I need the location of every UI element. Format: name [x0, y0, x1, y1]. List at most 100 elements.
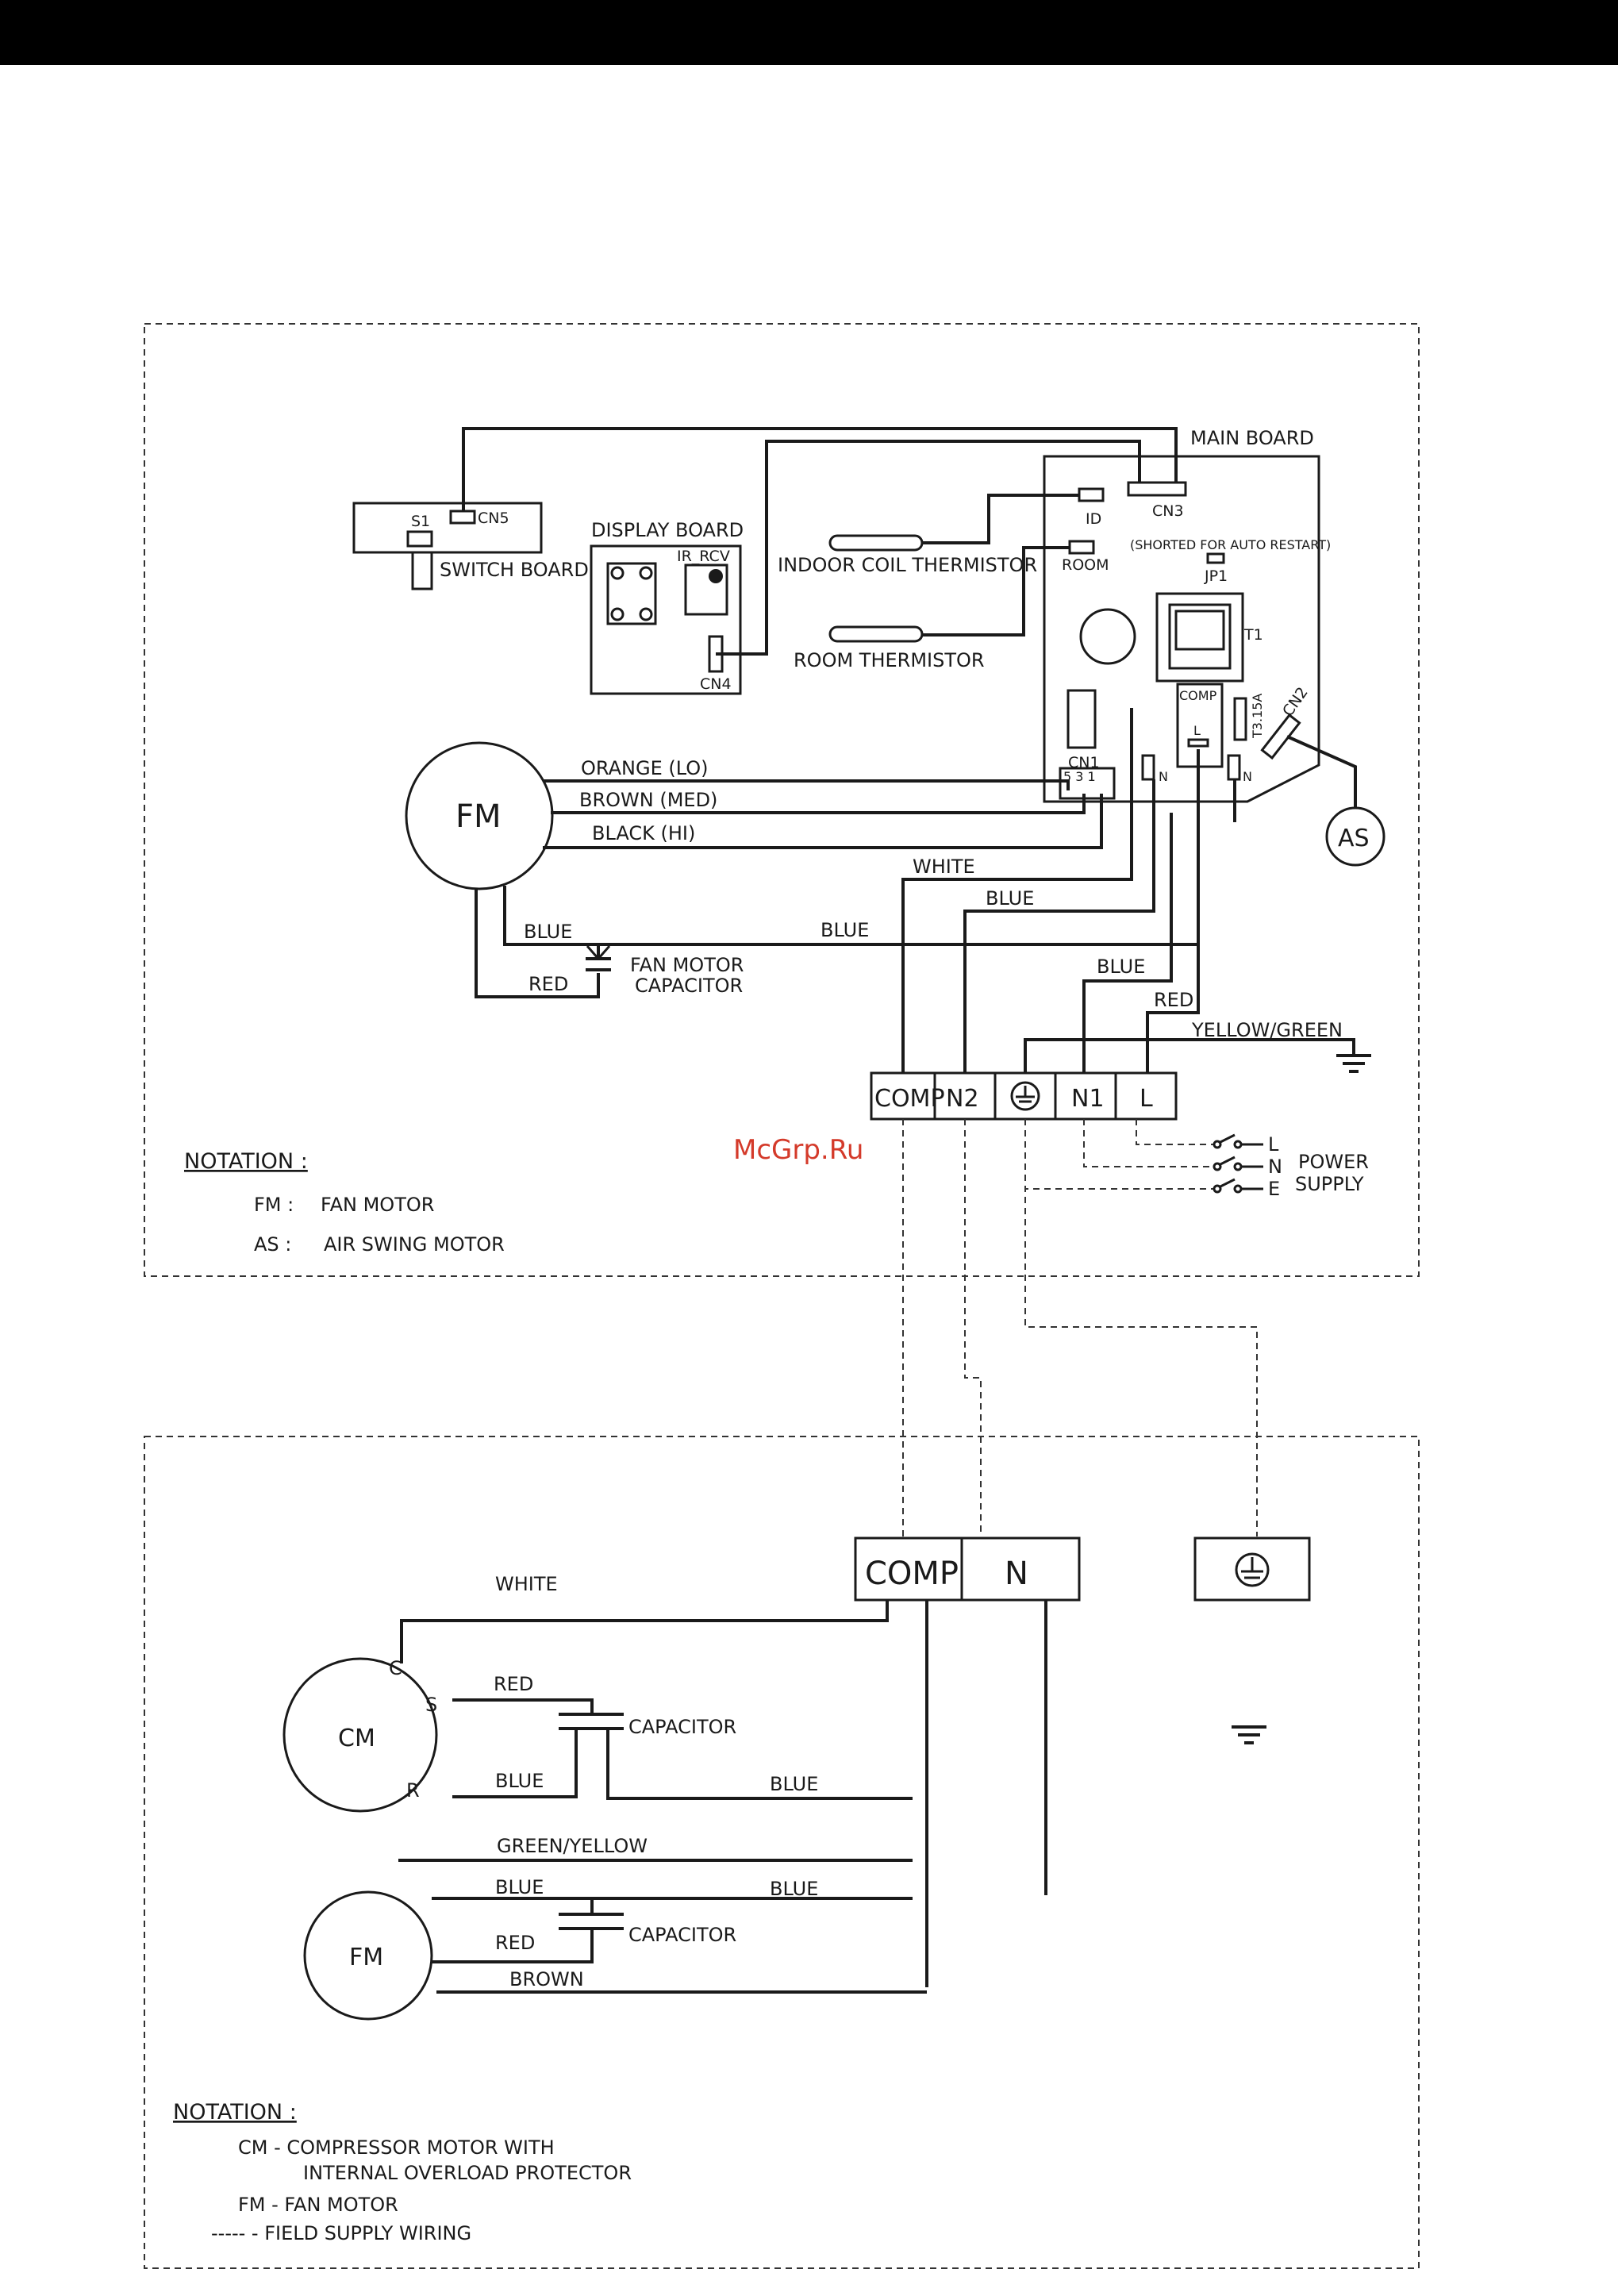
- main-board-label: MAIN BOARD: [1190, 427, 1314, 449]
- wire-fan-blue-label-2: BLUE: [821, 919, 869, 941]
- wire-cm-red: [452, 1698, 594, 1713]
- cn4-label: CN4: [700, 675, 732, 693]
- fuse: [1233, 697, 1247, 741]
- field-wire-e: [1024, 1119, 1214, 1190]
- fan-capacitor-label-2: CAPACITOR: [635, 975, 743, 997]
- wire-fm-red: [432, 1929, 594, 1963]
- field-wire-ground: [1024, 1119, 1258, 1536]
- wire-blue-n2: [963, 779, 1155, 1073]
- id-label: ID: [1086, 510, 1101, 528]
- room-thermistor-label: ROOM THERMISTOR: [794, 649, 985, 671]
- outdoor-cm-red-label: RED: [494, 1673, 533, 1695]
- room-label: ROOM: [1062, 556, 1109, 574]
- wire-yellow-green-label: YELLOW/GREEN: [1191, 1019, 1343, 1041]
- cn1-pins: 5 3 1: [1063, 769, 1096, 784]
- outdoor-fm-blue-label: BLUE: [495, 1876, 544, 1898]
- switch-board-label: SWITCH BOARD: [440, 559, 589, 581]
- wire-brown-label: BROWN (MED): [579, 789, 717, 811]
- cm-c-terminal: C: [389, 1657, 402, 1679]
- shorted-note: (SHORTED FOR AUTO RESTART): [1130, 537, 1331, 552]
- cm-s-terminal: S: [425, 1694, 437, 1716]
- wire-blue-n1-label: BLUE: [1097, 956, 1145, 978]
- cn2-label: CN2: [1279, 684, 1312, 720]
- cn5-label: CN5: [478, 510, 509, 527]
- ir-receiver: [684, 563, 728, 616]
- comp-relay-label: COMP: [1179, 688, 1217, 703]
- wire-yellow-green: [1024, 1038, 1355, 1073]
- terminal-ground-icon: [1010, 1081, 1040, 1111]
- field-wire-n: [1083, 1119, 1214, 1167]
- wire-coil-thermistor: [922, 494, 1079, 544]
- notation-fm-key: FM :: [254, 1194, 294, 1216]
- n-terminal-right: [1227, 754, 1241, 781]
- outdoor-green-yellow-label: GREEN/YELLOW: [497, 1835, 648, 1857]
- indoor-coil-thermistor: [828, 534, 924, 552]
- wire-red-label: RED: [1154, 989, 1193, 1011]
- n-left-label: N: [1159, 769, 1168, 784]
- notation-as-key: AS :: [254, 1233, 291, 1256]
- power-supply-label-2: SUPPLY: [1295, 1173, 1364, 1195]
- indoor-terminal-block: COMP N2 N1 L: [870, 1071, 1178, 1121]
- as-label: AS: [1338, 825, 1370, 852]
- notation-fm-line: FM - FAN MOTOR: [238, 2194, 398, 2216]
- wire-cm-white: [400, 1600, 889, 1663]
- indoor-coil-thermistor-label: INDOOR COIL THERMISTOR: [778, 554, 1037, 576]
- field-wire-n: [964, 1119, 982, 1536]
- outdoor-terminal-comp-label: COMP: [865, 1556, 959, 1592]
- relay-l-label: L: [1193, 723, 1201, 738]
- indoor-unit-panel: [144, 323, 1420, 1277]
- wire-brown-med: [551, 794, 1086, 814]
- id-connector: [1078, 487, 1105, 502]
- terminal-l-label: L: [1140, 1085, 1153, 1113]
- wire-fan-red: [475, 889, 600, 998]
- wire-cn4-cn3: [716, 440, 1141, 656]
- ir-rcv-label: IR_RCV: [677, 548, 730, 565]
- fan-capacitor-label-1: FAN MOTOR: [630, 954, 744, 976]
- outdoor-fm-red-label: RED: [495, 1932, 535, 1954]
- power-switches: [1213, 1133, 1263, 1194]
- wire-blue-n2-label: BLUE: [986, 887, 1034, 910]
- board-capacitor-circle: [1079, 608, 1136, 665]
- wire-capacitor-blue-n: [606, 1729, 913, 1800]
- terminal-n2-label: N2: [946, 1085, 979, 1113]
- outdoor-notation-title: NOTATION :: [173, 2100, 297, 2125]
- watermark: McGrp.Ru: [733, 1134, 863, 1166]
- relay-block: [1066, 689, 1097, 749]
- switch-s1: [411, 551, 433, 590]
- notation-field-supply-line: ----- - FIELD SUPPLY WIRING: [211, 2222, 471, 2244]
- outdoor-fm-blue-label-2: BLUE: [770, 1878, 818, 1900]
- switch-board: S1 CN5 SWITCH BOARD: [352, 502, 589, 590]
- power-n-label: N: [1268, 1156, 1282, 1178]
- wire-fm-brown: [436, 1990, 927, 1994]
- power-supply-label-1: POWER: [1298, 1151, 1369, 1173]
- compressor-capacitor-label: CAPACITOR: [628, 1716, 736, 1738]
- n-right-label: N: [1243, 769, 1252, 784]
- wire-room-thermistor: [922, 546, 1070, 636]
- cn1-connector: [1059, 767, 1116, 800]
- wire-fan-blue-label: BLUE: [524, 921, 572, 943]
- n-terminal-left: [1141, 754, 1155, 781]
- display-board: DISPLAY BOARD IR_RCV CN4: [590, 519, 744, 695]
- wire-black-label: BLACK (HI): [592, 822, 695, 844]
- jp1-label: JP1: [1204, 567, 1228, 585]
- terminal-n1-label: N1: [1071, 1085, 1105, 1113]
- wire-green-yellow: [398, 1859, 913, 1862]
- compressor-motor: [282, 1657, 438, 1813]
- wire-white-label: WHITE: [913, 856, 975, 878]
- s1-label: S1: [411, 513, 430, 530]
- wire-black-hi: [543, 794, 1103, 849]
- cn2-connector: [1260, 713, 1301, 760]
- wire-orange-lo: [543, 779, 1070, 790]
- terminal-comp-label: COMP: [874, 1085, 945, 1113]
- display-led-block: [606, 562, 657, 625]
- top-black-bar: [0, 0, 1618, 65]
- main-board: [1043, 455, 1320, 803]
- transformer-t1: [1155, 592, 1244, 683]
- fan-capacitor-label: CAPACITOR: [628, 1924, 736, 1946]
- display-board-label: DISPLAY BOARD: [591, 519, 744, 541]
- outdoor-fm-label: FM: [349, 1944, 383, 1971]
- wire-fan-red-label: RED: [528, 973, 568, 995]
- wire-blue-n1: [1082, 813, 1173, 1073]
- wire-cn5-cn3: [462, 427, 1178, 512]
